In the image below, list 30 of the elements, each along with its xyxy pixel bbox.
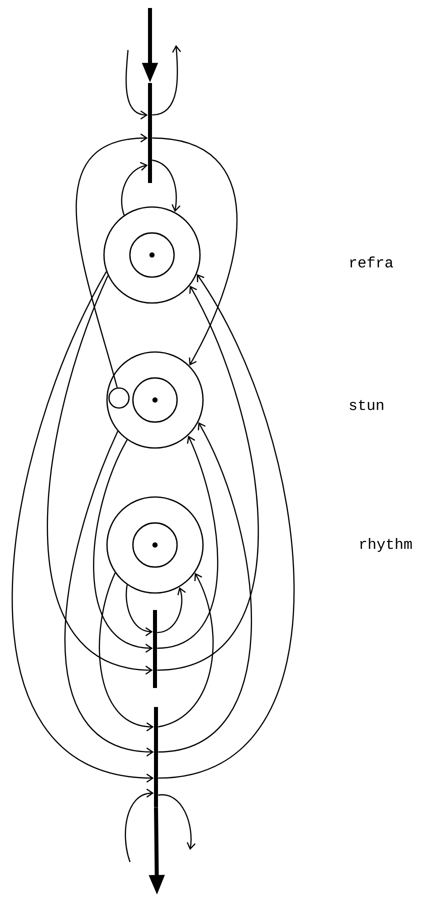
arrow [152, 160, 180, 212]
arrow [76, 134, 148, 388]
neuron-label: stun [350, 400, 384, 410]
arrow [158, 572, 214, 728]
neuron-circle [106, 496, 204, 594]
arrow [157, 587, 186, 634]
transition-bar [148, 83, 152, 184]
arrow [157, 286, 259, 671]
neuron-circle [103, 206, 201, 304]
arrow [12, 271, 154, 783]
transition-bar [153, 610, 157, 688]
arrow [157, 436, 218, 649]
arrow [121, 162, 148, 216]
arrow [93, 440, 153, 653]
arrow [126, 50, 148, 120]
arrow [158, 794, 196, 850]
arrow [64, 431, 154, 756]
arrow [152, 137, 238, 366]
neuron-label: refra [350, 256, 393, 268]
arrow [126, 584, 153, 636]
arrow [99, 572, 154, 732]
arrow [152, 45, 182, 116]
arrow [124, 788, 154, 862]
small-circle [108, 387, 130, 409]
arrow [158, 422, 252, 753]
neuron-circle [106, 351, 204, 449]
transition-bar [154, 707, 158, 807]
arrow [46, 275, 153, 675]
neuron-label: rhythm [360, 538, 412, 552]
arrow [158, 274, 295, 779]
